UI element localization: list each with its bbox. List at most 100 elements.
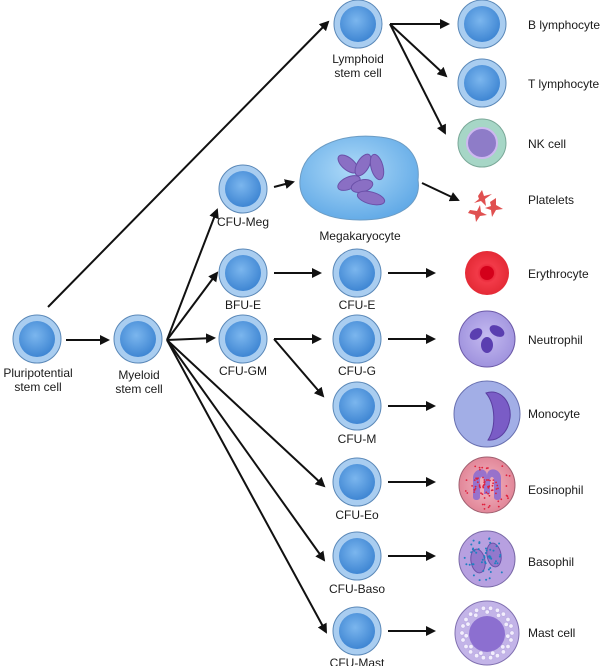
granule xyxy=(508,475,511,477)
granule xyxy=(503,621,509,627)
granule xyxy=(476,481,479,484)
granule xyxy=(463,616,469,622)
granule xyxy=(480,492,482,494)
arrow-cfugm-to-cfum xyxy=(273,338,325,398)
granule xyxy=(485,467,488,470)
label-basophil: Basophil xyxy=(528,555,575,569)
label-neutrophil: Neutrophil xyxy=(528,333,583,347)
basophil-granules xyxy=(463,537,503,582)
arrow-cfumeg-to-megakaryocyte xyxy=(273,179,295,189)
granule xyxy=(478,485,481,488)
granule xyxy=(481,503,484,506)
granule xyxy=(487,485,489,488)
granule xyxy=(490,489,493,492)
granule xyxy=(491,484,494,487)
granule xyxy=(495,560,497,563)
granule xyxy=(474,485,477,488)
neutrophil-cell xyxy=(458,310,516,368)
basophil-cell xyxy=(458,530,516,588)
granule xyxy=(475,551,478,554)
granule xyxy=(468,611,474,617)
arrow-megakaryocyte-to-platelets xyxy=(421,182,460,202)
granule xyxy=(494,562,497,565)
granule xyxy=(470,551,473,554)
granule xyxy=(478,542,481,545)
granule xyxy=(496,484,499,487)
granule xyxy=(468,563,471,566)
nk-cell xyxy=(457,118,507,168)
b-lymphocyte-cell xyxy=(457,0,507,49)
granule xyxy=(466,492,469,494)
granule xyxy=(484,609,490,615)
arrow-myeloid-to-bfue xyxy=(166,271,219,341)
cfu-m-cell xyxy=(332,381,382,431)
granule xyxy=(495,488,498,490)
granule xyxy=(468,649,474,655)
t-lymphocyte-cell xyxy=(457,58,507,108)
granule xyxy=(472,574,475,577)
granule xyxy=(482,484,485,486)
eosinophil-cell xyxy=(458,456,516,514)
arrow-myeloid-to-cfumeg xyxy=(166,208,219,341)
label-cfu-meg: CFU-Meg xyxy=(216,215,270,229)
granule xyxy=(489,541,492,544)
granule xyxy=(474,465,477,468)
granule xyxy=(468,644,474,650)
mast-cell-granules xyxy=(459,605,515,661)
granule xyxy=(505,616,511,622)
granule xyxy=(487,506,490,509)
granule xyxy=(464,490,467,492)
granule xyxy=(482,569,485,572)
mast-cell xyxy=(454,600,520,666)
granule xyxy=(472,547,475,550)
granule xyxy=(509,630,515,636)
label-nk-cell: NK cell xyxy=(528,137,567,151)
granule xyxy=(473,612,479,618)
cfu-mast-cell xyxy=(332,606,382,656)
granule xyxy=(500,644,506,650)
granule xyxy=(498,555,501,558)
granule xyxy=(477,548,480,551)
lymphoid-stem-cell xyxy=(333,0,383,49)
granule xyxy=(482,486,485,489)
granule xyxy=(497,500,500,503)
granule xyxy=(489,567,492,569)
cfu-e-cell xyxy=(332,248,382,298)
granule xyxy=(499,553,502,556)
granule xyxy=(485,479,488,481)
granule xyxy=(465,479,468,481)
arrow-myeloid-to-cfumast xyxy=(166,339,327,634)
label-eosinophil: Eosinophil xyxy=(528,483,584,497)
granule xyxy=(500,498,503,501)
granule xyxy=(483,556,486,559)
granule xyxy=(494,653,500,659)
arrow-myeloid-to-cfubaso xyxy=(166,339,326,562)
granule xyxy=(488,605,494,611)
granule xyxy=(474,607,480,613)
granule xyxy=(485,549,488,552)
granule xyxy=(501,465,504,467)
granule xyxy=(505,474,508,477)
granule xyxy=(474,487,477,490)
granule xyxy=(487,492,489,495)
arrow-myeloid-to-cfugm xyxy=(166,333,216,344)
label-cfu-gm: CFU-GM xyxy=(219,364,267,378)
label-bfu-e: BFU-E xyxy=(225,298,261,312)
label-cfu-g: CFU-G xyxy=(338,364,376,378)
granule xyxy=(494,607,500,613)
granule xyxy=(463,556,466,559)
granule xyxy=(492,479,495,481)
pluripotential-stem-cell xyxy=(12,314,62,364)
granule xyxy=(460,637,466,643)
myeloid-stem-cell xyxy=(113,314,163,364)
granule xyxy=(483,555,486,558)
granule xyxy=(480,605,486,611)
granule xyxy=(473,491,476,493)
granule xyxy=(465,563,468,566)
granule xyxy=(495,492,497,495)
granule xyxy=(473,489,476,491)
megakaryocyte-nucleus xyxy=(337,153,386,206)
granule xyxy=(488,505,491,507)
